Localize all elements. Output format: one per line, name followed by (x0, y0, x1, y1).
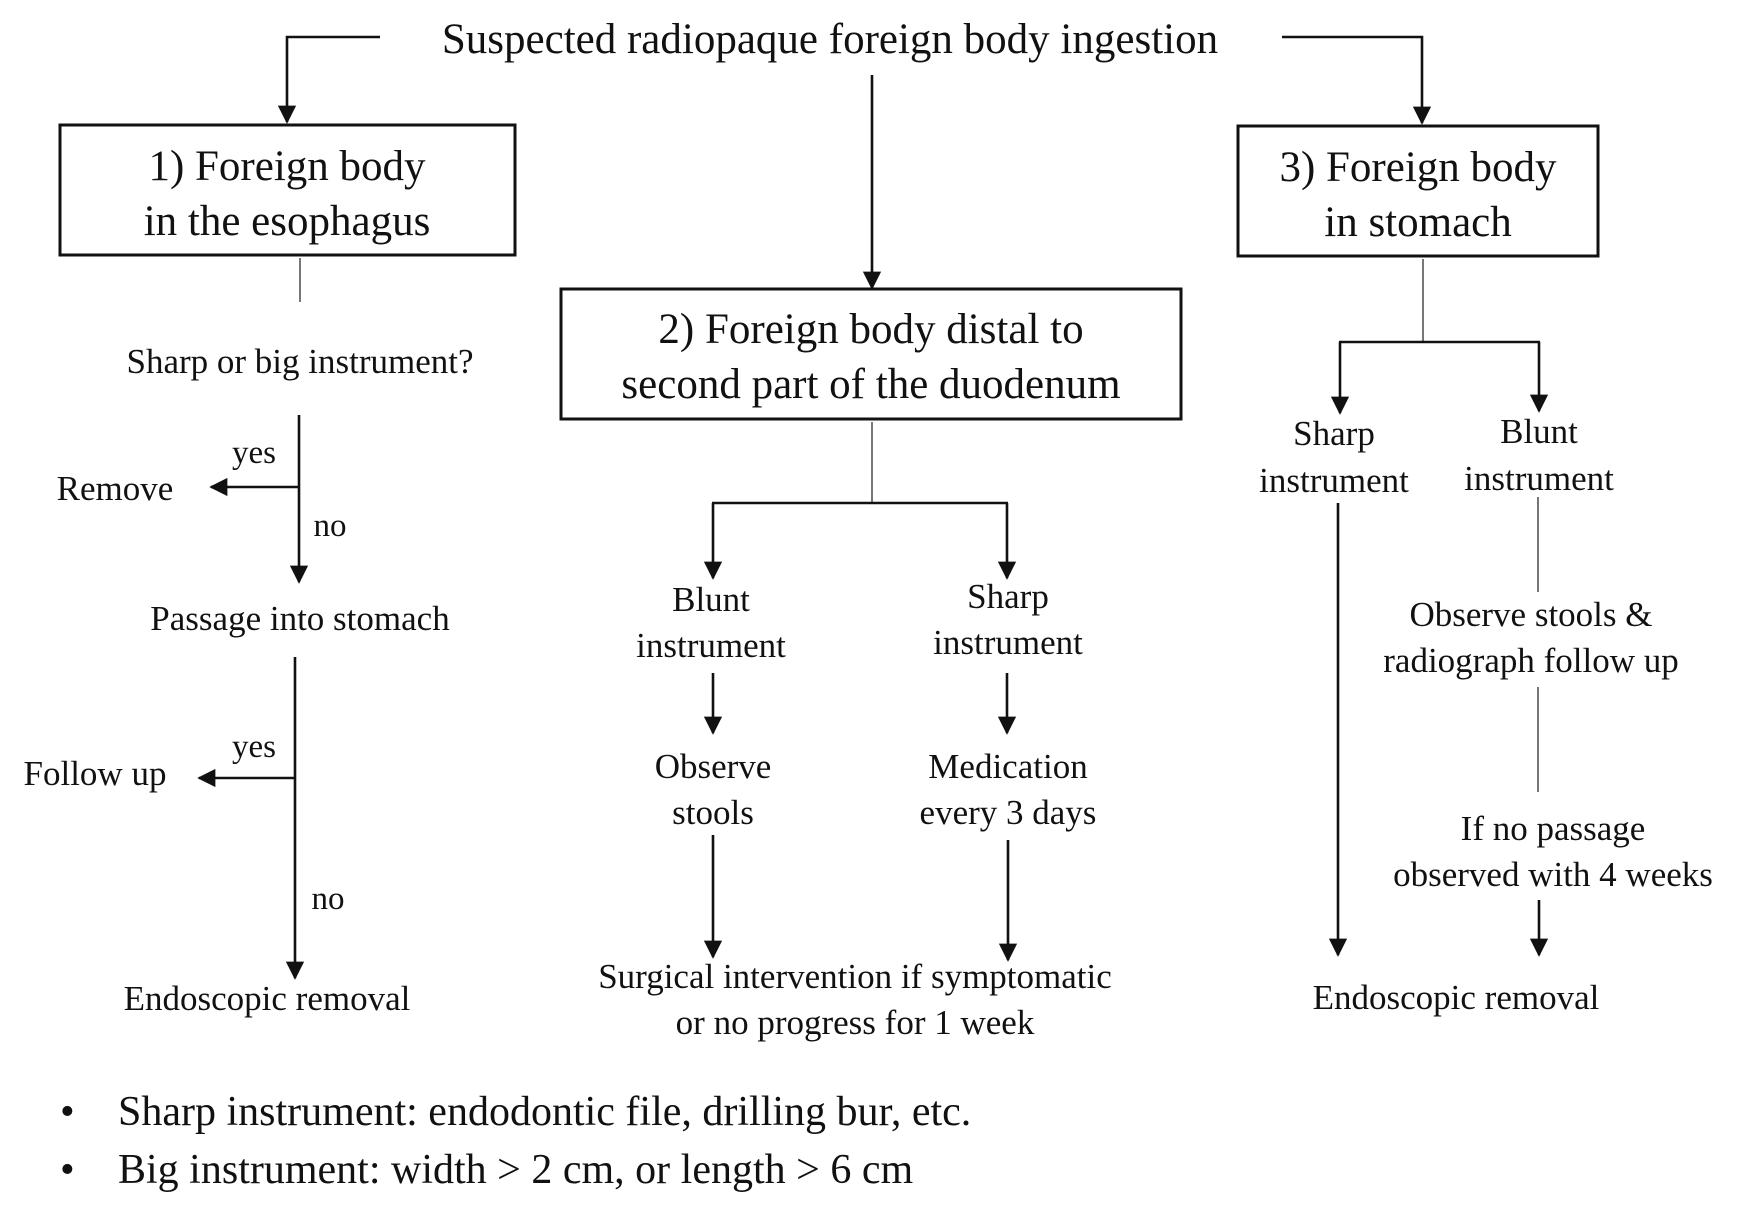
no-label-endoscopic: no (312, 881, 345, 917)
esophagus-heading-line2: in the esophagus (144, 198, 431, 245)
branch-esophagus: 1) Foreign body in the esophagus Sharp o… (24, 123, 517, 1018)
surgical-intervention-line2: or no progress for 1 week (676, 1003, 1035, 1042)
note-big-instrument: Big instrument: width > 2 cm, or length … (118, 1147, 913, 1193)
branch-duodenum: 2) Foreign body distal to second part of… (559, 287, 1183, 1042)
stomach-sharp-line1: Sharp (1293, 414, 1375, 453)
box-duodenum (559, 287, 1183, 421)
observe-radiograph-line2: radiograph follow up (1383, 641, 1678, 680)
esophagus-heading-line1: 1) Foreign body (148, 143, 426, 190)
stomach-sharp-line2: instrument (1259, 461, 1409, 500)
yes-label-remove: yes (232, 435, 276, 471)
box-stomach (1236, 124, 1600, 258)
remove-label: Remove (57, 469, 174, 508)
stomach-heading-line1: 3) Foreign body (1279, 144, 1557, 191)
stomach-endoscopic-removal: Endoscopic removal (1313, 978, 1600, 1017)
no-label-passage: no (314, 508, 347, 544)
title: Suspected radiopaque foreign body ingest… (442, 16, 1218, 63)
notes: • Sharp instrument: endodontic file, dri… (60, 1089, 971, 1193)
sharp-or-big-question: Sharp or big instrument? (126, 342, 473, 381)
title-connectors (277, 35, 1432, 290)
passage-into-stomach: Passage into stomach (150, 599, 450, 638)
surgical-intervention-line1: Surgical intervention if symptomatic (598, 957, 1112, 996)
medication-line1: Medication (928, 747, 1087, 786)
esophagus-endoscopic-removal: Endoscopic removal (124, 979, 411, 1018)
medication-line2: every 3 days (920, 793, 1097, 832)
observe-stools-line2: stools (672, 793, 754, 832)
duodenum-blunt-line1: Blunt (672, 580, 750, 619)
duodenum-heading-line2: second part of the duodenum (621, 361, 1120, 408)
note-bullet-2: • (60, 1147, 75, 1193)
duodenum-heading-line1: 2) Foreign body distal to (658, 306, 1083, 353)
duodenum-sharp-line2: instrument (933, 623, 1083, 662)
box-esophagus (58, 123, 517, 257)
duodenum-sharp-line1: Sharp (967, 577, 1049, 616)
yes-label-follow: yes (232, 729, 276, 765)
note-bullet-1: • (60, 1089, 75, 1135)
duodenum-blunt-line2: instrument (636, 626, 786, 665)
no-passage-line2: observed with 4 weeks (1393, 855, 1713, 894)
branch-stomach: 3) Foreign body in stomach Sharp instrum… (1236, 124, 1713, 1017)
stomach-heading-line2: in stomach (1324, 199, 1512, 246)
observe-radiograph-line1: Observe stools & (1409, 595, 1652, 634)
stomach-blunt-line1: Blunt (1500, 412, 1578, 451)
observe-stools-line1: Observe (655, 747, 772, 786)
follow-up-label: Follow up (24, 754, 167, 793)
stomach-blunt-line2: instrument (1464, 459, 1614, 498)
note-sharp-instrument: Sharp instrument: endodontic file, drill… (118, 1089, 971, 1135)
no-passage-line1: If no passage (1461, 809, 1646, 848)
